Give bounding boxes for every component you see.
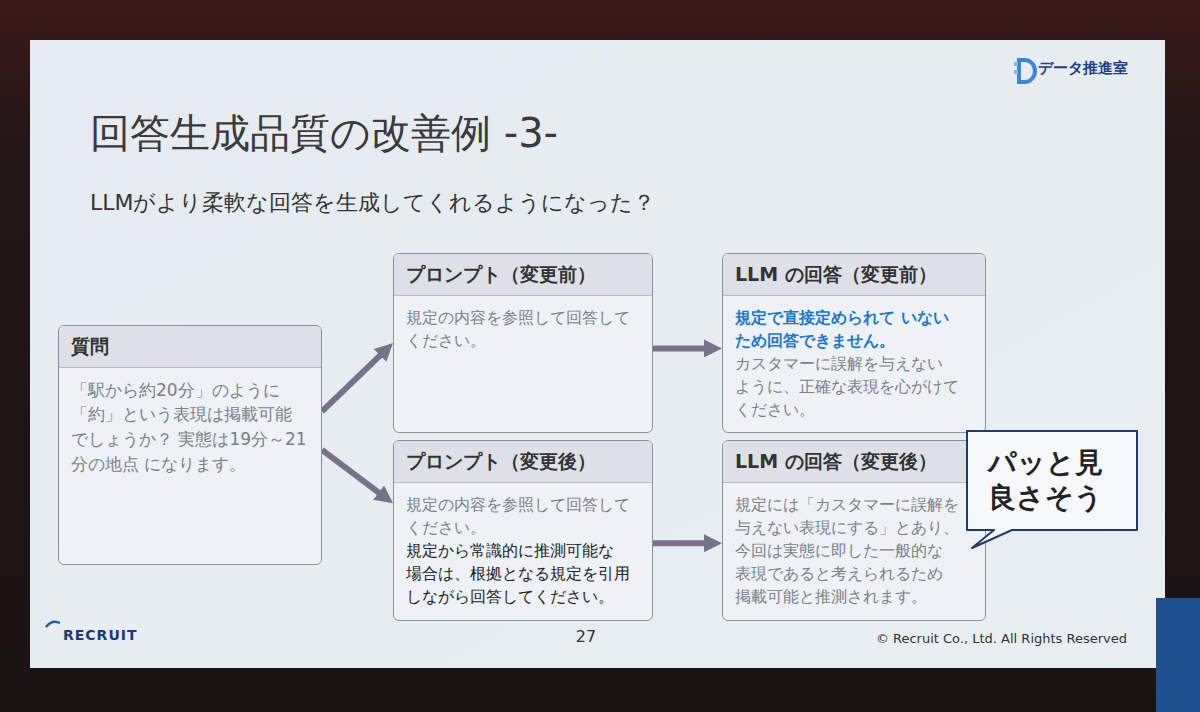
box-text: 「駅から約20分」のように 「約」という表現は掲載可能 でしょうか？ 実態は19… (71, 378, 309, 477)
logo-icon-dot (1014, 62, 1018, 66)
flow-arrow (653, 345, 710, 351)
box-body: 規定の内容を参照して回答して ください。規定から常識的に推測可能な 場合は、根拠… (394, 483, 652, 617)
box-text: 規定から常識的に推測可能な 場合は、根拠となる規定を引用 しながら回答してくださ… (406, 539, 632, 609)
flow-arrow (322, 450, 383, 496)
box-body: 「駅から約20分」のように 「約」という表現は掲載可能 でしょうか？ 実態は19… (59, 368, 321, 485)
box-text: カスタマーに誤解を与えない ように、正確な表現を心がけて ください。 (735, 352, 961, 422)
bubble-shape (967, 431, 1137, 548)
flow-arrow (653, 540, 710, 546)
box-heading: プロンプト（変更前） (406, 262, 640, 287)
answer-box: LLM の回答（変更後） 規定には「カスタマーに誤解を 与えない表現にする」とあり… (722, 440, 986, 621)
box-text: 規定の内容を参照して回答して ください。 (406, 306, 632, 352)
logo-icon-dot (1014, 70, 1018, 74)
box-body: 規定で直接定められて いないため回答できません。カスタマーに誤解を与えない よう… (723, 296, 985, 430)
logo-swoosh (46, 622, 60, 627)
box-header: プロンプト（変更後） (394, 441, 652, 483)
box-header: 質問 (59, 326, 321, 368)
box-heading: LLM の回答（変更後） (735, 449, 973, 474)
flow-arrow (322, 351, 384, 411)
prompt-box: プロンプト（変更前） 規定の内容を参照して回答して ください。 (393, 253, 653, 433)
bubble-text-area: パッと見 良さそう (966, 430, 1138, 530)
page-number: 27 (576, 627, 596, 646)
box-header: LLM の回答（変更前） (723, 254, 985, 296)
stage-object (1156, 598, 1200, 712)
box-text: 規定には「カスタマーに誤解を 与えない表現にする」とあり、 今回は実態に即した一… (735, 493, 963, 609)
slide-title: 回答生成品質の改善例 -3- (90, 106, 558, 161)
company-logo: RECRUIT (63, 627, 138, 643)
logo-icon (1019, 60, 1035, 82)
box-text: パッと見 良さそう (988, 445, 1116, 515)
box-text: 規定で直接定められて いないため回答できません。 (735, 306, 961, 352)
copyright: © Recruit Co., Ltd. All Rights Reserved (876, 631, 1127, 646)
question-box: 質問「駅から約20分」のように 「約」という表現は掲載可能 でしょうか？ 実態は… (58, 325, 322, 565)
box-body: 規定には「カスタマーに誤解を 与えない表現にする」とあり、 今回は実態に即した一… (723, 483, 985, 617)
box-header: プロンプト（変更前） (394, 254, 652, 296)
answer-box: LLM の回答（変更前） 規定で直接定められて いないため回答できません。カスタマ… (722, 253, 986, 433)
box-heading: LLM の回答（変更前） (735, 262, 973, 287)
subtitle: LLMがより柔軟な回答を生成してくれるようになった？ (90, 188, 656, 218)
box-body: 規定の内容を参照して回答して ください。 (394, 296, 652, 360)
slide-panel (30, 40, 1165, 668)
box-heading: 質問 (71, 334, 309, 359)
box-header: LLM の回答（変更後） (723, 441, 985, 483)
prompt-box: プロンプト（変更後） 規定の内容を参照して回答して ください。規定から常識的に推測… (393, 440, 653, 621)
logo-text: データ推進室 (1038, 59, 1128, 78)
speech-bubble: パッと見 良さそう (966, 430, 1138, 552)
box-heading: プロンプト（変更後） (406, 449, 640, 474)
box-text: 規定の内容を参照して回答して ください。 (406, 493, 632, 539)
